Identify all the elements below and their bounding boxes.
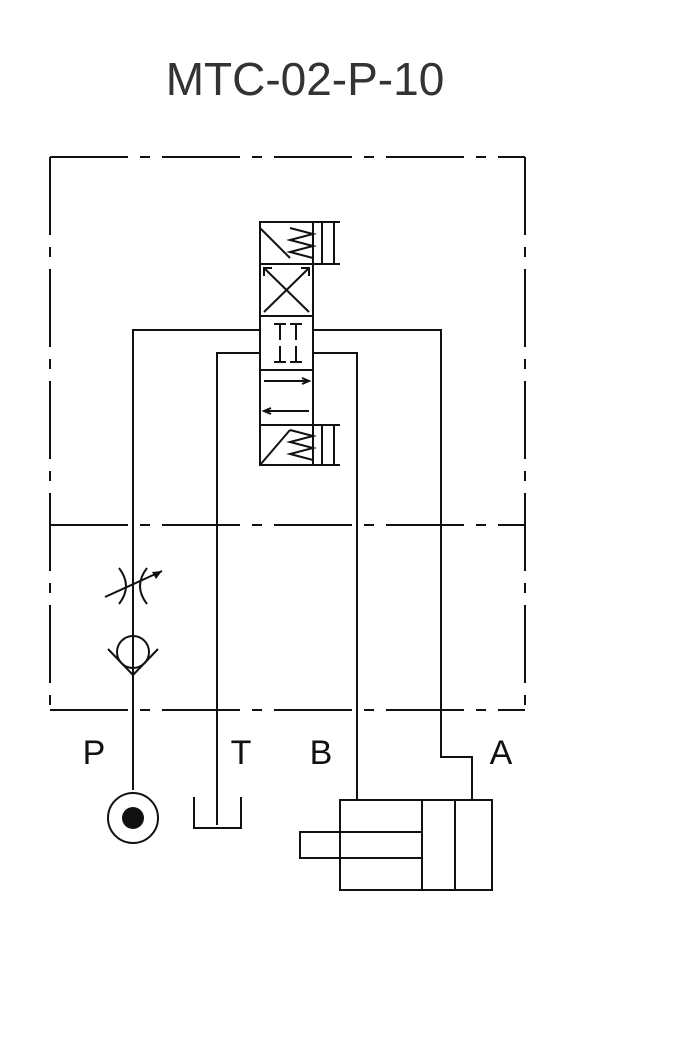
throttle-valve-icon <box>104 567 163 605</box>
check-valve-icon <box>107 635 159 676</box>
diagram-title: MTC-02-P-10 <box>166 53 445 105</box>
port-label-a: A <box>490 734 513 772</box>
a-line <box>313 329 473 800</box>
top-spring-icon <box>286 227 317 259</box>
tank-icon <box>193 797 242 829</box>
b-line <box>313 352 358 800</box>
hydraulic-cylinder-icon <box>299 799 493 891</box>
port-label-t: T <box>231 734 252 772</box>
center-position-box <box>259 315 314 371</box>
directional-valve <box>259 221 340 466</box>
pressure-line <box>132 329 260 790</box>
bottom-solenoid-box <box>259 424 314 466</box>
port-label-b: B <box>310 734 333 772</box>
bottom-spring-icon <box>286 429 317 461</box>
tank-line <box>216 352 260 825</box>
port-label-p: P <box>83 734 106 772</box>
manifold-block-outline <box>49 156 526 711</box>
pump-icon <box>107 792 159 844</box>
